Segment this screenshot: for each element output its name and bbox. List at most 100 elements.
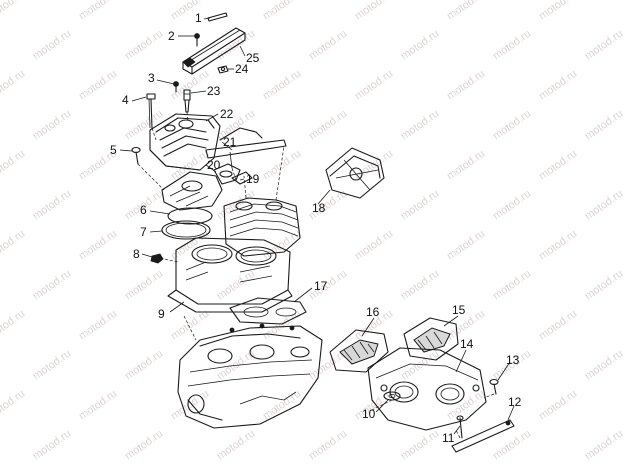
watermark-text: motod.ru: [445, 68, 487, 103]
watermark-text: motod.ru: [537, 388, 579, 423]
watermark-text: motod.ru: [491, 188, 533, 223]
watermark-text: motod.ru: [353, 68, 395, 103]
watermark-text: motod.ru: [491, 268, 533, 303]
watermark-text: motod.ru: [261, 228, 303, 263]
part-11-stud: [456, 415, 464, 439]
callout-6: 6: [140, 203, 147, 217]
watermark-text: motod.ru: [77, 308, 119, 343]
watermark-text: motod.ru: [583, 268, 625, 303]
part-1-pin: [207, 12, 228, 22]
watermark-text: motod.ru: [445, 148, 487, 183]
watermark-text: motod.ru: [399, 28, 441, 63]
callout-4: 4: [122, 93, 129, 107]
part-24-clip: [217, 65, 229, 74]
callout-14: 14: [460, 337, 474, 351]
leader-lines: [119, 17, 515, 435]
callout-3: 3: [148, 71, 155, 85]
part-2-screw: [194, 33, 200, 47]
watermark-text: motod.ru: [307, 108, 349, 143]
crankcase: [177, 323, 323, 429]
watermark-text: motod.ru: [261, 148, 303, 183]
callout-13: 13: [506, 353, 520, 367]
cylinder-head-twin: [223, 197, 301, 257]
watermark-text: motod.ru: [31, 108, 73, 143]
watermark-text: motod.ru: [491, 108, 533, 143]
watermark-text: motod.ru: [123, 28, 165, 63]
part-4-head-bolt: [146, 93, 156, 129]
part-15-reed-valve: [403, 317, 459, 361]
watermark-text: motod.ru: [537, 308, 579, 343]
callout-9: 9: [158, 307, 165, 321]
watermark-text: motod.ru: [215, 268, 257, 303]
watermark-text: motod.ru: [583, 28, 625, 63]
watermark-text: motod.ru: [77, 388, 119, 423]
callout-11: 11: [442, 431, 455, 445]
watermark-text: motod.ru: [123, 268, 165, 303]
watermark-text: motod.ru: [0, 68, 27, 103]
watermark-text: motod.ru: [353, 228, 395, 263]
callout-10: 10: [362, 407, 376, 421]
watermark-text: motod.ru: [399, 428, 441, 463]
part-13-bolt: [489, 378, 499, 395]
watermark-text: motod.ru: [537, 148, 579, 183]
watermark-text: motod.ru: [31, 428, 73, 463]
part-8-nut: [150, 253, 164, 264]
watermark-text: motod.ru: [215, 428, 257, 463]
watermark-text: motod.ru: [169, 308, 211, 343]
callout-18: 18: [312, 201, 326, 215]
watermark-text: motod.ru: [583, 428, 625, 463]
watermark-text: motod.ru: [399, 188, 441, 223]
part-17-base-gasket: [229, 297, 307, 325]
watermark-text: motod.ru: [0, 0, 27, 22]
callout-25: 25: [246, 51, 260, 65]
part-9-cylinder: [167, 237, 293, 313]
cylinder-head-lower: [161, 171, 223, 211]
watermark-text: motod.ru: [0, 308, 27, 343]
part-7-o-ring: [161, 220, 211, 240]
watermark-text: motod.ru: [307, 428, 349, 463]
watermark-text: motod.ru: [0, 148, 27, 183]
callout-21: 21: [223, 135, 237, 149]
callout-20: 20: [207, 158, 221, 172]
watermark-text: motod.ru: [31, 348, 73, 383]
watermark-text: motod.ru: [353, 0, 395, 22]
watermark-text: motod.ru: [583, 348, 625, 383]
watermark-text: motod.ru: [491, 28, 533, 63]
part-22-head-cover: [149, 113, 221, 171]
callout-labels: 1 2 25 24 3 23 4 22 5 21 20 19 18 6 7 8 …: [110, 11, 522, 445]
part-5-bolt: [131, 146, 141, 165]
watermark-text: motod.ru: [31, 28, 73, 63]
callout-2: 2: [168, 29, 175, 43]
part-16-reed-valve: [329, 329, 389, 373]
callout-15: 15: [452, 303, 466, 317]
part-23-spark-plug: [183, 89, 191, 113]
part-19-gasket: [231, 171, 253, 185]
callout-8: 8: [133, 247, 140, 261]
callout-19: 19: [246, 172, 260, 186]
watermark-text: motod.ru: [261, 68, 303, 103]
watermark-text: motod.ru: [445, 388, 487, 423]
callout-17: 17: [314, 279, 328, 293]
callout-7: 7: [140, 225, 147, 239]
callout-24: 24: [235, 62, 249, 76]
watermark-text: motod.ru: [445, 228, 487, 263]
part-6-o-ring: [167, 207, 213, 225]
watermark-text: motod.ru: [77, 0, 119, 22]
watermark-text: motod.ru: [31, 268, 73, 303]
watermark-text: motod.ru: [77, 68, 119, 103]
watermark-text: motod.ru: [537, 0, 579, 22]
watermark-text: motod.ru: [445, 0, 487, 22]
part-3-sensor-screw: [173, 81, 179, 93]
watermark-text: motod.ru: [537, 68, 579, 103]
part-12-bracket: [451, 419, 515, 453]
part-18-cover: [325, 147, 385, 199]
watermark-text: motod.ru: [77, 228, 119, 263]
watermark-text: motod.ru: [307, 28, 349, 63]
callout-12: 12: [508, 395, 522, 409]
callout-16: 16: [366, 305, 380, 319]
watermark-text: motod.ru: [0, 228, 27, 263]
watermark-text: motod.ru: [399, 268, 441, 303]
callout-23: 23: [207, 84, 221, 98]
